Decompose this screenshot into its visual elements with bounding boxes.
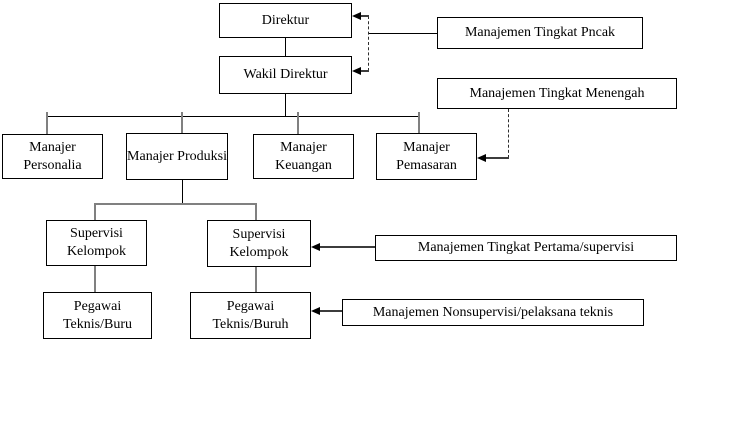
connector-stub-supervisi-1 (94, 203, 96, 220)
connector-stub-supervisi-2 (255, 203, 257, 220)
node-manajer-produksi-label: Manajer Produksi (127, 148, 227, 164)
node-manajer-produksi: Manajer Produksi (126, 133, 228, 180)
arrow-shaft-direktur (356, 15, 369, 17)
left-arrowhead-wakil-icon (352, 67, 361, 75)
arrow-shaft-wakil (356, 70, 369, 72)
annotation-nonsupervisi: Manajemen Nonsupervisi/pelaksana teknis (342, 299, 644, 326)
connector-branch-managers (47, 116, 420, 117)
arrow-shaft-pemasaran (482, 157, 509, 159)
node-manajer-keuangan-label: Manajer Keuangan (275, 139, 332, 173)
arrow-shaft-pegawai-2 (316, 310, 342, 312)
node-supervisi-kelompok-1: Supervisi Kelompok (46, 220, 147, 266)
node-manajer-pemasaran: Manajer Pemasaran (376, 133, 477, 180)
arrow-shaft-supervisi-2 (316, 246, 375, 248)
node-manajer-personalia-label: Manajer Personalia (23, 139, 82, 173)
connector-stub-pemasaran (418, 112, 420, 133)
annotation-tingkat-menengah-label: Manajemen Tingkat Menengah (469, 85, 645, 101)
node-wakil-direktur: Wakil Direktur (219, 56, 352, 94)
node-manajer-pemasaran-label: Manajer Pemasaran (396, 139, 457, 173)
annotation-tingkat-puncak: Manajemen Tingkat Pncak (437, 17, 643, 49)
node-supervisi-kelompok-2: Supervisi Kelompok (207, 220, 311, 267)
node-direktur: Direktur (219, 3, 352, 38)
node-pegawai-teknis-2: Pegawai Teknis/Buruh (190, 292, 311, 339)
node-supervisi-kelompok-1-label: Supervisi Kelompok (66, 226, 127, 259)
node-wakil-direktur-label: Wakil Direktur (243, 67, 328, 83)
annotation-tingkat-pertama: Manajemen Tingkat Pertama/supervisi (375, 235, 677, 261)
node-direktur-label: Direktur (261, 12, 310, 28)
annotation-nonsupervisi-label: Manajemen Nonsupervisi/pelaksana teknis (372, 304, 614, 320)
arrow-dashed-riser-puncak (368, 16, 369, 71)
connector-supervisi2-pegawai2 (255, 266, 257, 292)
left-arrowhead-direktur-icon (352, 12, 361, 20)
connector-produksi-branch (182, 180, 183, 204)
connector-supervisi1-pegawai1 (94, 266, 96, 292)
connector-direktur-wakil (285, 38, 286, 56)
connector-stub-produksi (181, 112, 183, 133)
node-manajer-keuangan: Manajer Keuangan (253, 134, 354, 179)
node-supervisi-kelompok-2-label: Supervisi Kelompok (229, 226, 289, 260)
node-pegawai-teknis-1: Pegawai Teknis/Buru (43, 292, 152, 339)
arrow-dashed-riser-menengah (508, 109, 509, 158)
annotation-tingkat-menengah: Manajemen Tingkat Menengah (437, 78, 677, 109)
node-pegawai-teknis-2-label: Pegawai Teknis/Buruh (212, 298, 289, 332)
connector-stub-keuangan (297, 112, 299, 134)
annotation-tingkat-puncak-label: Manajemen Tingkat Pncak (464, 25, 616, 41)
connector-branch-supervisi (94, 203, 257, 205)
left-arrowhead-pemasaran-icon (477, 154, 486, 162)
annotation-tingkat-pertama-label: Manajemen Tingkat Pertama/supervisi (417, 240, 635, 256)
arrow-line-puncak (368, 33, 437, 34)
connector-stub-personalia (46, 112, 48, 134)
node-manajer-personalia: Manajer Personalia (2, 134, 103, 179)
connector-wakil-branch (285, 94, 286, 117)
node-pegawai-teknis-1-label: Pegawai Teknis/Buru (62, 298, 132, 332)
left-arrowhead-pegawai-icon (311, 307, 320, 315)
left-arrowhead-supervisi-icon (311, 243, 320, 251)
